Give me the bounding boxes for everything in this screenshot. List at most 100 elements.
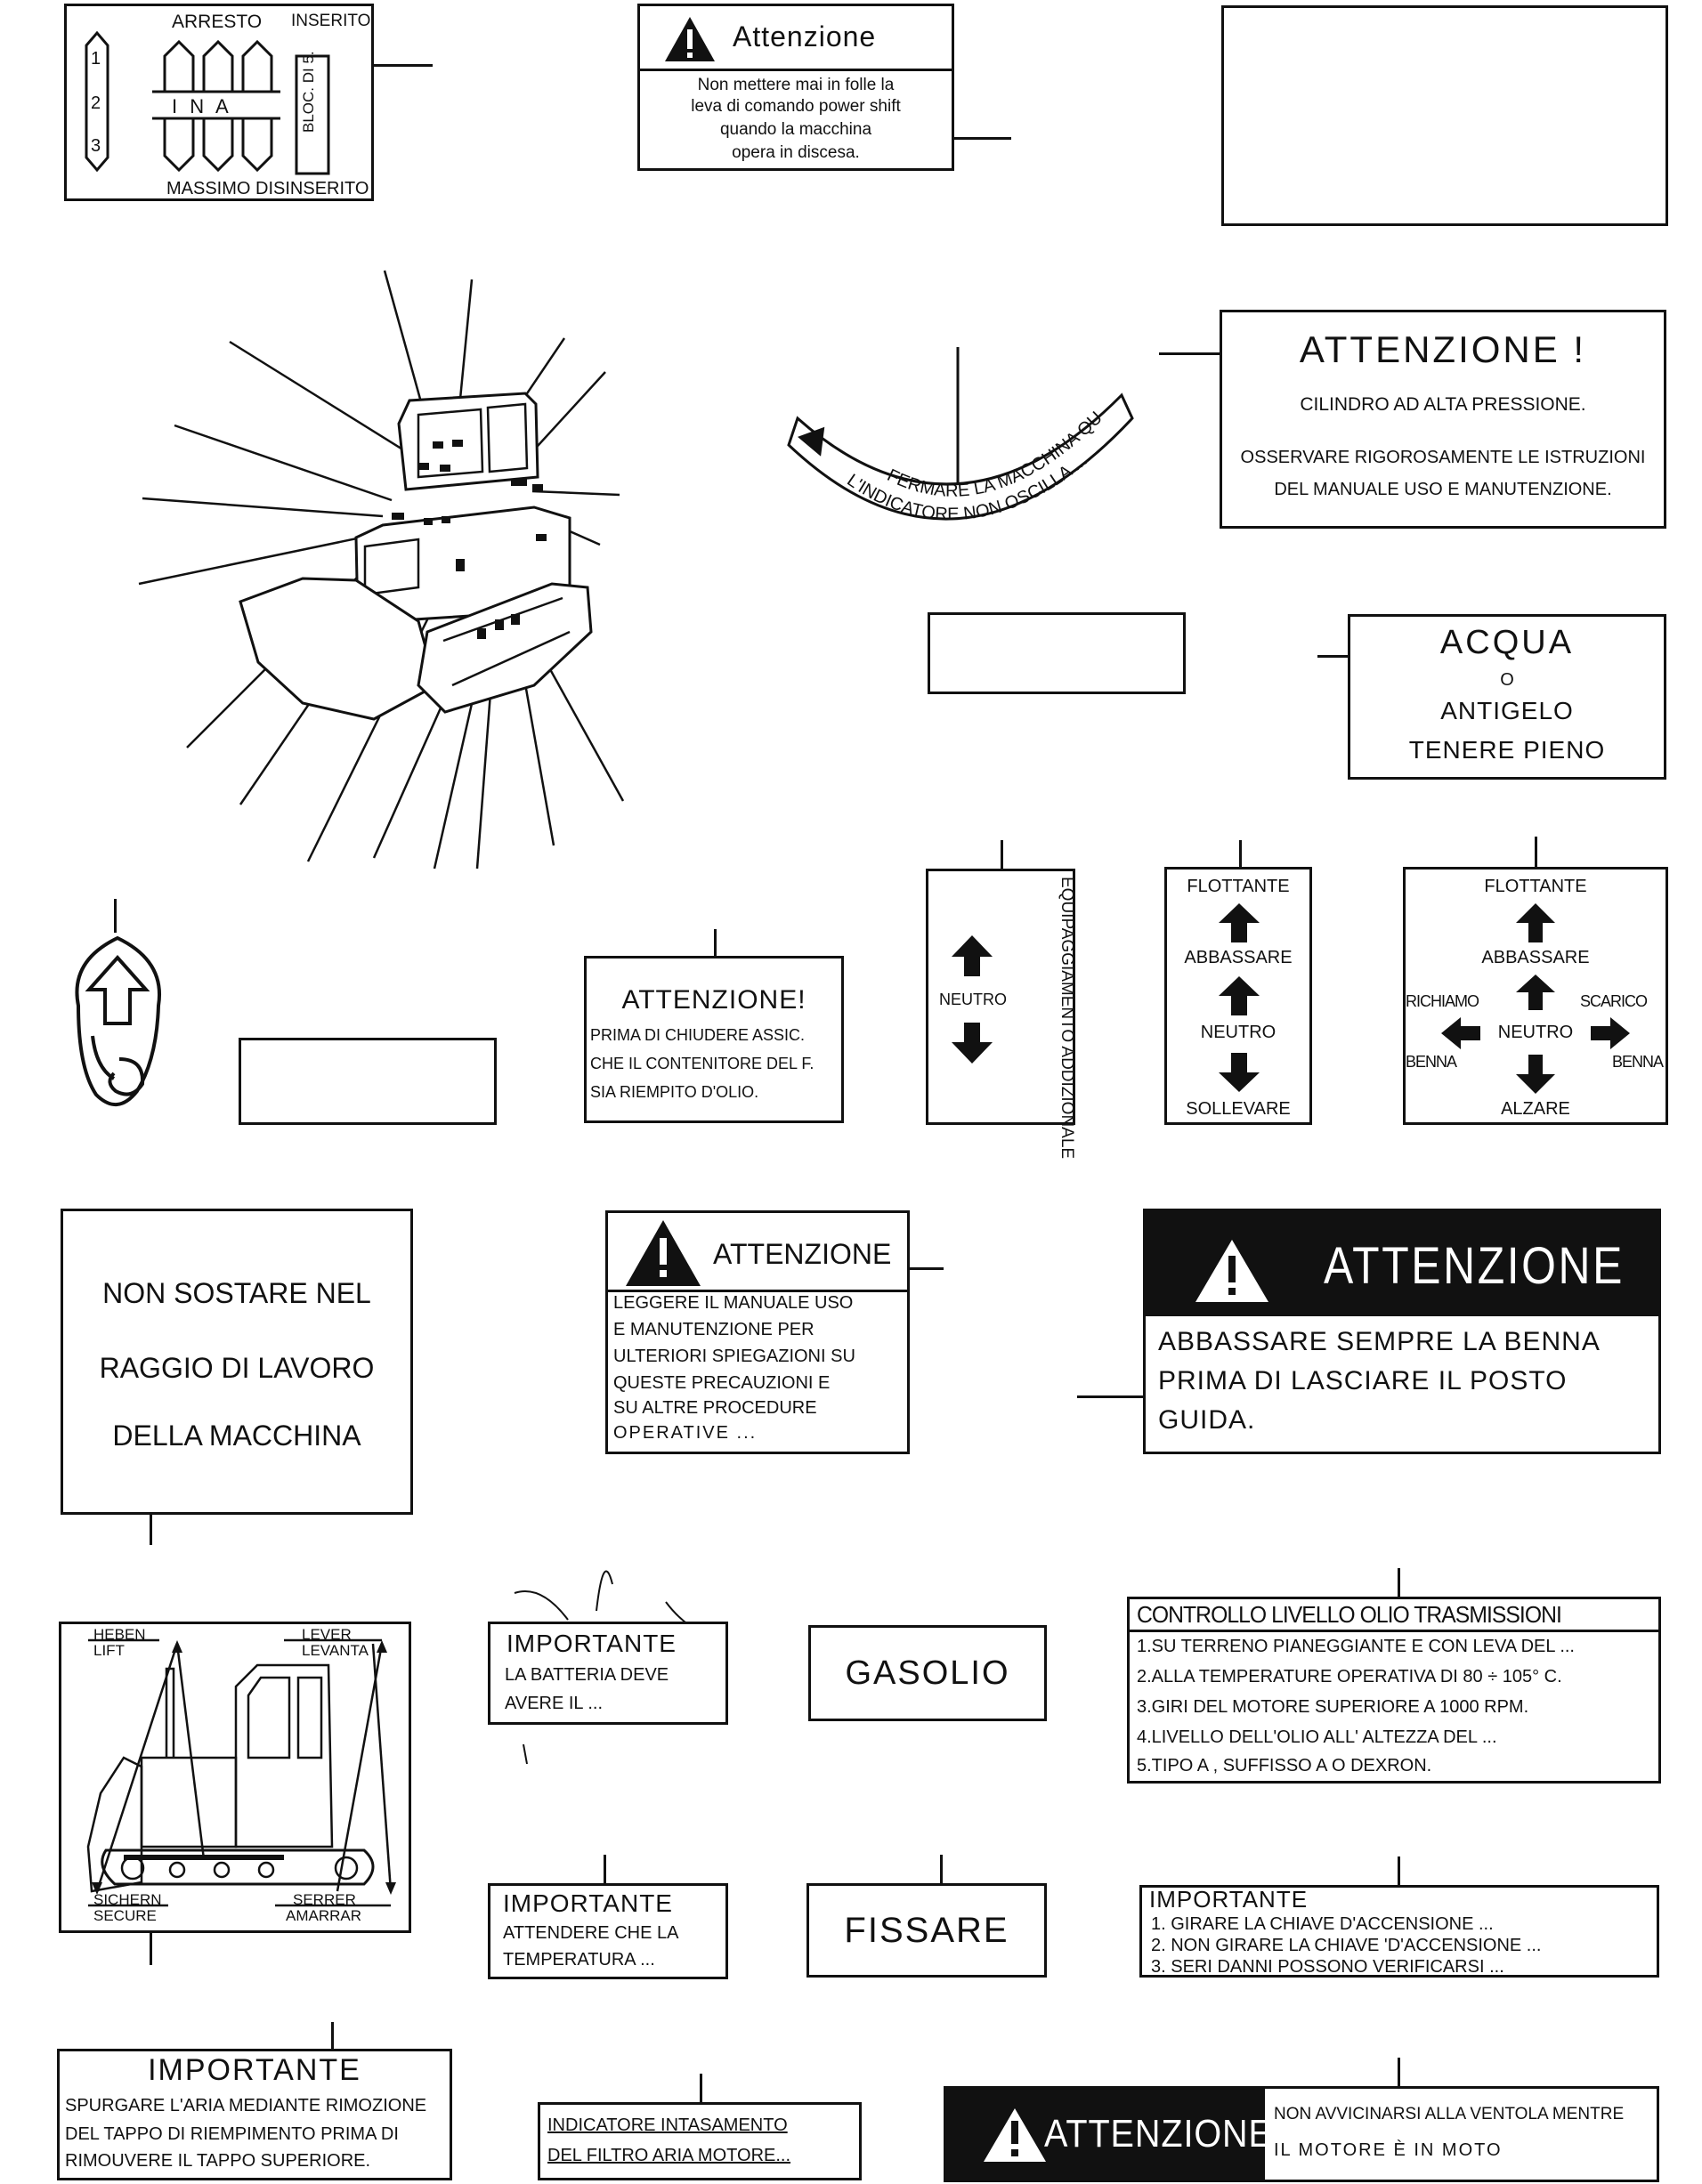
leader-line [1159,352,1221,355]
decal-lever-2-top: FLOTTANTE [1484,877,1587,896]
decal-lever-2-left2: BENNA [1406,1053,1457,1071]
gearbox-center: I N A [172,95,232,117]
decal-powershift: Attenzione Non mettere mai in folle la l… [637,4,954,171]
decal-filter-l2: DEL FILTRO ARIA MOTORE... [547,2146,791,2165]
decal-battery-l1: LA BATTERIA DEVE [505,1665,669,1685]
decal-pressure-line: DEL MANUALE USO E MANUTENZIONE. [1274,480,1612,499]
decal-lever-1-top: FLOTTANTE [1187,877,1290,896]
arrow-left-icon [1441,1017,1480,1049]
decal-purge-title: IMPORTANTE [148,2053,361,2087]
decal-lift-tl2: LIFT [93,1642,125,1659]
decal-lever-2-left1: RICHIAMO [1406,992,1479,1010]
decal-lift-bl1: SICHERN [93,1891,162,1908]
decal-temperature-l1: ATTENDERE CHE LA [503,1923,679,1943]
decal-powershift-title: Attenzione [733,20,877,53]
decal-water-l4: TENERE PIENO [1408,736,1606,764]
decal-powershift-line: Non mettere mai in folle la [697,76,895,94]
leader-line [1398,1856,1400,1885]
decal-diesel-label: GASOLIO [845,1654,1010,1692]
decal-lift: HEBEN LIFT LEVER LEVANTA SICHERN SECURE … [59,1622,411,1933]
bulldozer-illustration [138,270,625,870]
leader-line [1317,655,1349,658]
decal-bucket-line: PRIMA DI LASCIARE IL POSTO [1158,1366,1568,1395]
decal-lift-br1: SERRER [293,1891,356,1908]
decal-lever-1-mid2: NEUTRO [1200,1023,1276,1042]
leader-line [374,64,433,67]
decal-equipment: NEUTRO EQUIPAGGIAMENTO ADDIZIONALE [926,869,1076,1159]
decal-lever-2: FLOTTANTE ABBASSARE RICHIAMO SCARICO NEU… [1403,867,1668,1125]
leader-line [714,929,717,958]
decal-powershift-line: opera in discesa. [732,143,860,162]
decal-manual-line: SU ALTRE PROCEDURE [613,1398,817,1418]
decal-equipment-neutral: NEUTRO [939,991,1007,1008]
bulldozer-side-icon [86,1638,396,1907]
decal-powershift-line: leva di comando power shift [691,97,901,116]
leader-line [150,1933,152,1965]
decal-purge: IMPORTANTE SPURGARE L'ARIA MEDIANTE RIMO… [57,2049,452,2180]
decal-radius-l1: NON SOSTARE NEL [102,1277,371,1309]
decal-manual-line: QUESTE PRECAUZIONI E [613,1373,831,1393]
decal-transmission: CONTROLLO LIVELLO OLIO TRASMISSIONI 1.SU… [1127,1597,1661,1784]
decal-lift-br2: AMARRAR [286,1907,362,1924]
arrow-up-icon [1219,903,1260,942]
decal-curved-gauge: FERMARE LA MACCHINA QU. L'INDICATORE NON… [781,323,1134,524]
decal-powershift-line: quando la macchina [719,120,872,139]
leader-line [1398,1568,1400,1598]
leader-line [940,1855,943,1883]
decal-temperature-l2: TEMPERATURA ... [503,1950,655,1970]
decal-pressure: ATTENZIONE ! CILINDRO AD ALTA PRESSIONE.… [1220,310,1666,529]
decal-bucket: ATTENZIONE ABBASSARE SEMPRE LA BENNA PRI… [1143,1209,1661,1454]
leader-line [331,2022,334,2051]
decal-bucket-line: GUIDA. [1158,1405,1256,1435]
decal-temperature: IMPORTANTE ATTENDERE CHE LA TEMPERATURA … [488,1883,728,1979]
decal-radius-l3: DELLA MACCHINA [112,1420,361,1452]
decal-battery: IMPORTANTE LA BATTERIA DEVE AVERE IL ... [488,1622,728,1725]
leader-line [1535,837,1537,869]
warning-triangle-icon [665,17,715,61]
decal-lever-2-bottom: ALZARE [1501,1099,1570,1119]
decal-lift-bl2: SECURE [93,1907,157,1924]
blank-decal [239,1038,497,1125]
leader-line [114,899,117,933]
decal-transmission-line: 1.SU TERRENO PIANEGGIANTE E CON LEVA DEL… [1137,1637,1575,1656]
decal-pressure-title: ATTENZIONE ! [1299,328,1587,370]
warning-triangle-icon [626,1220,701,1286]
decal-manual-line: OPERATIVE ... [613,1423,758,1443]
decal-filter: INDICATORE INTASAMENTO DEL FILTRO ARIA M… [538,2102,862,2180]
decal-battery-l2: AVERE IL ... [505,1694,604,1713]
decal-fan-l1: NON AVVICINARSI ALLA VENTOLA MENTRE [1274,2105,1625,2123]
decal-transmission-line: 2.ALLA TEMPERATURE OPERATIVA DI 80 ÷ 105… [1137,1667,1562,1687]
gearbox-top-left: ARRESTO [172,12,263,32]
decal-fix-label: FISSARE [844,1911,1009,1950]
decal-oil-title: ATTENZIONE! [621,985,806,1015]
arrow-up-icon [1516,903,1555,942]
arrow-up-icon [952,935,993,976]
blank-decal [928,612,1186,694]
arrow-right-icon [1591,1017,1630,1049]
warning-triangle-icon [984,2108,1046,2162]
decal-transmission-line: 4.LIVELLO DELL'OLIO ALL' ALTEZZA DEL ... [1137,1727,1497,1747]
decal-manual-line: E MANUTENZIONE PER [613,1320,815,1339]
decal-purge-line: DEL TAPPO DI RIEMPIMENTO PRIMA DI [65,2124,399,2144]
decal-key-line: 2. NON GIRARE LA CHIAVE 'D'ACCENSIONE ..… [1151,1936,1542,1955]
gear-3: 3 [91,136,101,156]
decal-radius: NON SOSTARE NEL RAGGIO DI LAVORO DELLA M… [61,1209,413,1515]
gearbox-bottom: MASSIMO DISINSERITO [166,179,369,198]
decal-manual-line: LEGGERE IL MANUALE USO [613,1293,854,1313]
decal-radius-l2: RAGGIO DI LAVORO [99,1352,375,1384]
arrow-down-icon [1516,1055,1555,1094]
decal-transmission-line: 3.GIRI DEL MOTORE SUPERIORE A 1000 RPM. [1137,1697,1529,1717]
decal-water-l1: ACQUA [1439,624,1575,661]
leader-line [910,1267,944,1270]
decal-lever-1-bottom: SOLLEVARE [1186,1099,1291,1119]
gearbox-top-right: INSERITO [291,12,371,30]
decal-manual-line: ULTERIORI SPIEGAZIONI SU [613,1347,855,1366]
warning-triangle-icon [1195,1240,1268,1302]
decal-diesel: GASOLIO [808,1625,1047,1721]
arrow-up-icon [1516,975,1555,1010]
leader-line [1398,2058,1400,2086]
blank-decal [1221,5,1668,226]
decal-lift-tl1: HEBEN [93,1626,146,1643]
gearbox-shift-pattern [85,30,330,175]
decal-lever-2-right1: SCARICO [1580,992,1648,1010]
